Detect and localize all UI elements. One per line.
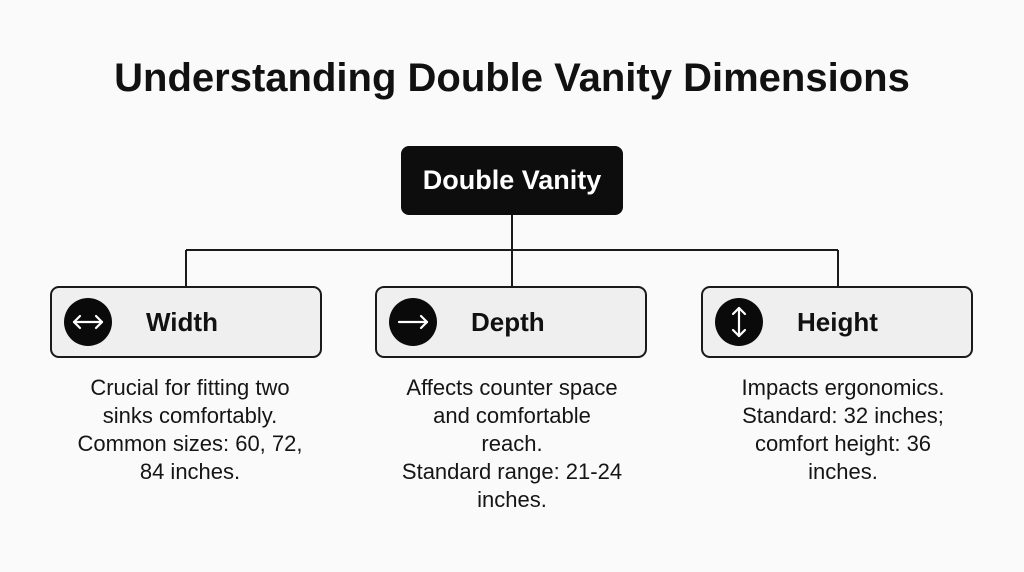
description-line: reach. <box>481 431 543 456</box>
card-height: Height <box>701 286 973 358</box>
description-line: inches. <box>808 459 878 484</box>
card-width: Width <box>50 286 322 358</box>
horizontal-double-arrow-icon <box>64 298 112 346</box>
description-line: Standard: 32 inches; <box>742 403 944 428</box>
description-line: comfort height: 36 <box>754 431 932 456</box>
description-width: Crucial for fitting two sinks comfortabl… <box>40 374 340 486</box>
description-line: Impacts ergonomics. <box>741 375 945 400</box>
right-arrow-icon <box>389 298 437 346</box>
description-line: and comfortable <box>433 403 591 428</box>
root-node-double-vanity: Double Vanity <box>401 146 623 215</box>
description-line: Crucial for fitting two <box>90 375 290 400</box>
card-depth: Depth <box>375 286 647 358</box>
description-line: inches. <box>477 487 547 512</box>
description-line: sinks comfortably. <box>102 403 278 428</box>
page-title: Understanding Double Vanity Dimensions <box>114 56 910 100</box>
description-depth: Affects counter space and comfortable re… <box>362 374 662 514</box>
root-node-label: Double Vanity <box>422 165 602 195</box>
card-label-height: Height <box>797 306 878 337</box>
card-label-width: Width <box>146 306 218 337</box>
description-line: Affects counter space <box>406 375 618 400</box>
description-line: Standard range: 21-24 <box>401 459 623 484</box>
description-height: Impacts ergonomics. Standard: 32 inches;… <box>693 374 993 486</box>
vertical-double-arrow-icon <box>715 298 763 346</box>
card-label-depth: Depth <box>471 306 545 337</box>
description-line: Common sizes: 60, 72, <box>77 431 303 456</box>
description-line: 84 inches. <box>139 459 241 484</box>
